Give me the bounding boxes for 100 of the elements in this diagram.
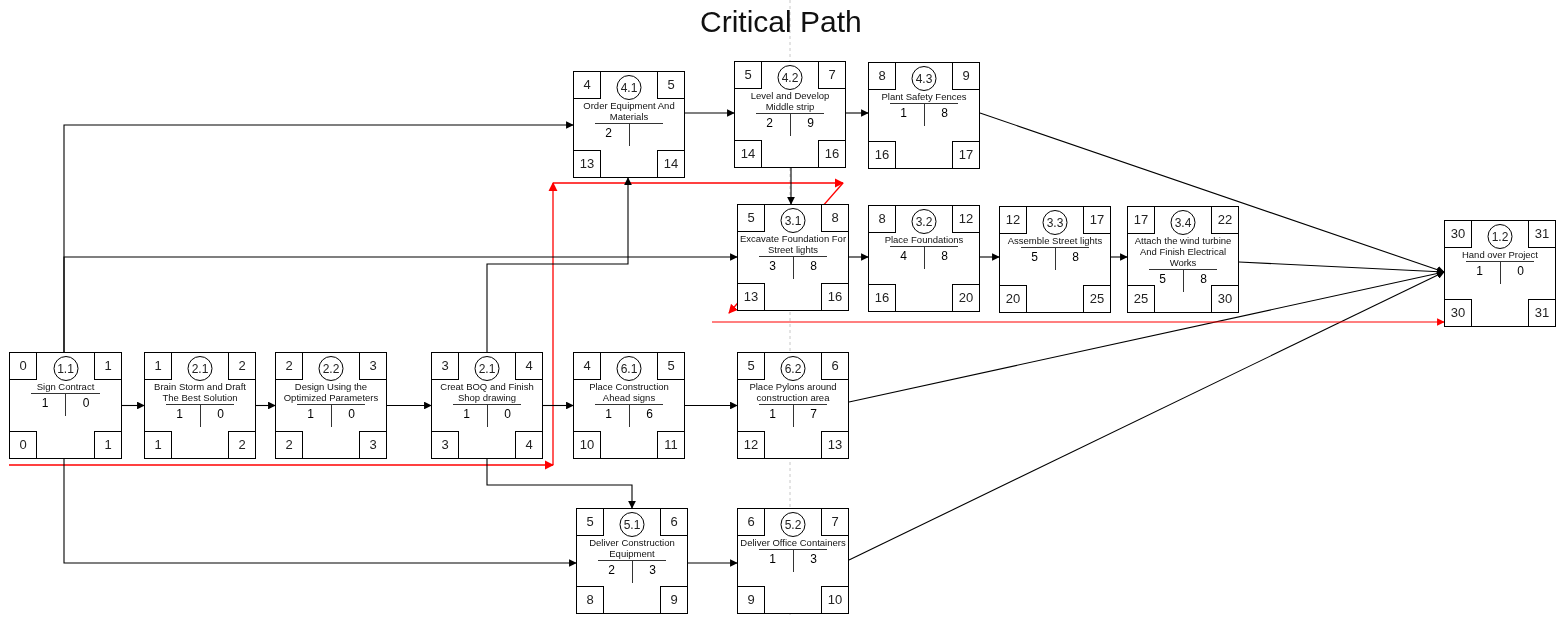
- activity-box: [734, 61, 846, 168]
- activity-box: [431, 352, 543, 459]
- corner-number-box: 14: [657, 150, 684, 177]
- duration-number: 1: [41, 396, 49, 410]
- corner-number-box: 7: [821, 509, 848, 536]
- activity-box: [868, 62, 980, 169]
- corner-number-box: 6: [660, 509, 687, 536]
- float-number: 3: [810, 552, 817, 566]
- corner-number-box: 20: [952, 284, 979, 311]
- corner-number-box: 16: [869, 284, 896, 311]
- activity-box: [1444, 220, 1556, 327]
- corner-number-box: 4: [574, 353, 601, 380]
- corner-number-box: 0: [10, 353, 37, 380]
- float-number: 0: [348, 407, 355, 421]
- corner-number-box: 3: [359, 431, 386, 458]
- corner-number-box: 30: [1445, 221, 1472, 248]
- corner-number-box: 25: [1083, 285, 1110, 312]
- float-number: 3: [649, 563, 656, 577]
- activity-box: [1127, 206, 1239, 313]
- corner-number-box: 6: [738, 509, 765, 536]
- float-number: 8: [1200, 272, 1207, 286]
- corner-number-box: 1: [94, 431, 121, 458]
- activity-box: [737, 204, 849, 311]
- float-number: 8: [941, 249, 948, 263]
- arrow: [63, 458, 577, 567]
- corner-number-box: 8: [869, 63, 896, 90]
- activity-name: Brain Storm and Draft The Best Solution: [153, 381, 247, 403]
- corner-number-box: 1: [145, 353, 172, 380]
- arrow: [486, 458, 636, 509]
- corner-number-box: 6: [821, 353, 848, 380]
- activity-box: [573, 71, 685, 178]
- activity-name: Sign Contract: [35, 381, 96, 392]
- corner-number-box: 16: [821, 283, 848, 310]
- corner-number-box: 2: [228, 431, 255, 458]
- activity-box: [868, 205, 980, 312]
- arrow: [63, 253, 738, 353]
- corner-number-box: 11: [657, 431, 684, 458]
- arrow: [979, 253, 1000, 261]
- corner-number-box: 5: [577, 509, 604, 536]
- corner-number-box: 30: [1445, 299, 1472, 326]
- duration-number: 4: [900, 249, 907, 263]
- corner-number-box: 1: [145, 431, 172, 458]
- activity-name: Place Foundations: [883, 234, 965, 245]
- corner-number-box: 12: [1000, 207, 1027, 234]
- corner-number-box: 3: [432, 353, 459, 380]
- corner-number-box: 9: [952, 63, 979, 90]
- corner-number-box: 4: [515, 431, 542, 458]
- arrow: [684, 401, 738, 410]
- corner-number-box: 13: [821, 431, 848, 458]
- corner-number-box: 2: [228, 353, 255, 380]
- corner-number-box: 3: [359, 353, 386, 380]
- activity-name: Assemble Street lights: [1006, 235, 1104, 246]
- corner-number-box: 31: [1528, 221, 1555, 248]
- float-number: 0: [217, 407, 224, 421]
- float-number: 0: [1517, 264, 1524, 278]
- corner-number-box: 22: [1211, 207, 1238, 234]
- activity-name: Excavate Foundation For Street lights: [738, 233, 848, 255]
- float-number: 0: [82, 396, 90, 410]
- corner-number-box: 12: [952, 206, 979, 233]
- duration-number: 5: [1159, 272, 1166, 286]
- corner-number-box: 9: [738, 586, 765, 613]
- arrow: [787, 167, 795, 205]
- corner-number-box: 5: [657, 353, 684, 380]
- float-number: 7: [810, 407, 817, 421]
- activity-name: Plant Safety Fences: [880, 91, 968, 102]
- corner-number-box: 13: [574, 150, 601, 177]
- corner-number-box: 3: [432, 431, 459, 458]
- corner-number-box: 31: [1528, 299, 1555, 326]
- duration-number: 1: [1476, 264, 1483, 278]
- corner-number-box: 25: [1128, 285, 1155, 312]
- activity-box: [737, 352, 849, 459]
- float-number: 0: [504, 407, 511, 421]
- arrow: [255, 401, 276, 410]
- arrow: [1110, 253, 1128, 261]
- duration-number: 1: [769, 552, 776, 566]
- activity-box: [737, 508, 849, 614]
- corner-number-box: 13: [738, 283, 765, 310]
- activity-name: Hand over Project: [1460, 249, 1539, 260]
- float-number: 8: [810, 259, 817, 273]
- corner-number-box: 10: [821, 586, 848, 613]
- corner-number-box: 0: [10, 431, 37, 458]
- corner-number-box: 17: [1083, 207, 1110, 234]
- corner-number-box: 5: [657, 72, 684, 99]
- corner-number-box: 8: [821, 205, 848, 232]
- duration-number: 1: [605, 407, 612, 421]
- duration-number: 1: [900, 106, 907, 120]
- corner-number-box: 14: [735, 140, 762, 167]
- corner-number-box: 16: [818, 140, 845, 167]
- activity-name: Deliver Construction Equipment: [588, 537, 676, 559]
- corner-number-box: 7: [818, 62, 845, 89]
- corner-number-box: 5: [735, 62, 762, 89]
- corner-number-box: 17: [952, 141, 979, 168]
- corner-number-box: 17: [1128, 207, 1155, 234]
- corner-number-box: 2: [276, 431, 303, 458]
- duration-number: 2: [608, 563, 615, 577]
- activity-name: Order Equipment And Materials: [582, 100, 676, 122]
- corner-number-box: 5: [738, 353, 765, 380]
- arrow: [386, 401, 432, 410]
- duration-number: 5: [1031, 250, 1038, 264]
- activity-name: Attach the wind turbine And Finish Electrical Works: [1133, 235, 1233, 268]
